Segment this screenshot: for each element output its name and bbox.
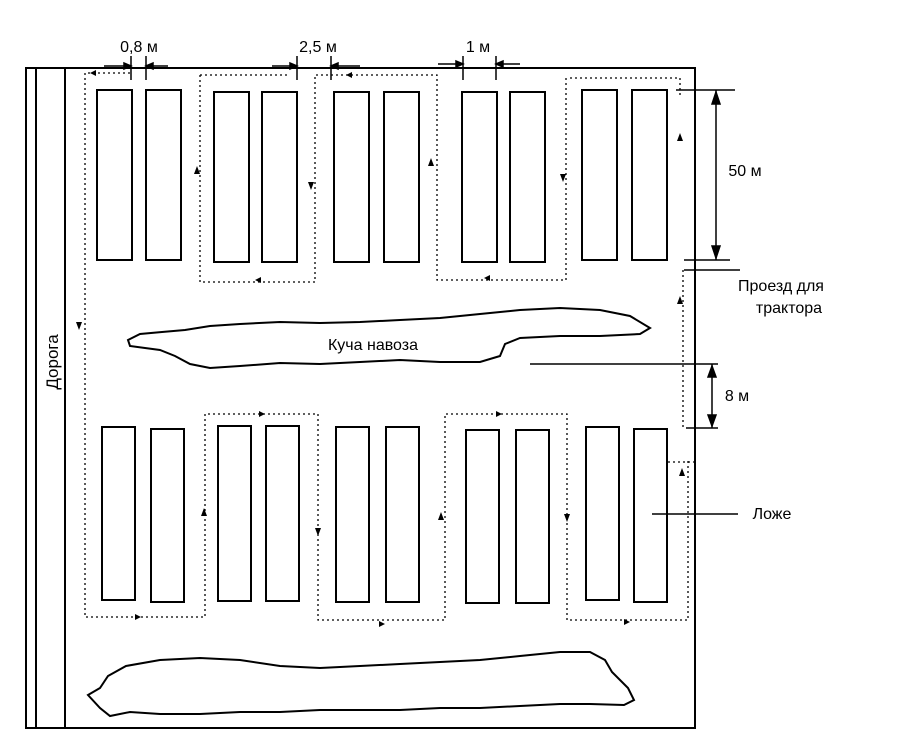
arrow-up [679,468,685,476]
manure-pile-bottom [86,651,636,718]
bed [213,91,250,263]
dimension-label-gap-between-beds: 0,8 м [120,39,158,56]
tractor-passage-label-line2: трактора [756,300,822,317]
arrow-down [560,174,566,182]
dotted-path-upper-1 [199,74,567,283]
direction-arrows [76,70,685,627]
bed [333,91,370,263]
bed [96,89,133,261]
arrow-up [438,512,444,520]
arrow-left [90,70,96,76]
road-label: Дорога [43,334,62,390]
dotted-path-outer [84,72,689,621]
dimension-arrow [494,59,504,69]
manure-pile-middle [126,306,652,370]
arrow-up [194,166,200,174]
dimension-label-gap-edge: 1 м [466,39,490,56]
field-boundary [25,67,696,729]
bed [101,426,136,601]
arrow-down [76,322,82,330]
arrow-left [484,275,490,281]
bed [217,425,252,602]
arrow-up [677,133,683,141]
dimension-label-passage-width: 8 м [725,388,749,405]
arrow-right [379,621,385,627]
arrow-left [346,72,352,78]
bed [631,89,668,261]
arrow-right [624,619,630,625]
arrow-up [428,158,434,166]
arrow-down [315,528,321,536]
dimension-arrow [710,245,722,261]
bed [385,426,420,603]
dimension-arrow [706,414,718,429]
arrow-down [308,182,314,190]
bed [509,91,546,263]
top-dimensions [104,56,520,80]
arrow-right [496,411,502,417]
dimension-arrow [144,61,154,71]
bed [145,89,182,261]
tractor-passage-label-line1: Проезд для [738,278,824,295]
manure-pile-label: Куча навоза [328,337,418,354]
bed-length-dimension [676,89,735,261]
dimension-label-bed-length: 50 м [728,163,761,180]
lower-beds [101,425,668,604]
dimension-arrow [706,363,718,378]
bed [581,89,618,261]
bed [465,429,500,604]
upper-beds [96,89,668,263]
bed [461,91,498,263]
passage-width-dimension [530,363,718,429]
arrow-right [135,614,141,620]
dimension-arrow [455,59,465,69]
dimension-arrow [710,89,722,105]
dimension-arrow [123,61,133,71]
arrow-up [201,508,207,516]
arrow-down [564,514,570,522]
arrow-up [677,296,683,304]
dimension-label-gap-between-pairs: 2,5 м [299,39,337,56]
bed [383,91,420,263]
bed [633,428,668,603]
dotted-path-right [570,77,681,95]
arrow-right [259,411,265,417]
arrow-left [255,277,261,283]
bed-callout-label: Ложе [753,506,792,523]
bed [515,429,550,604]
bed [335,426,370,603]
dimension-arrow [329,61,339,71]
bed [261,91,298,263]
bed [585,426,620,601]
bed [150,428,185,603]
bed [265,425,300,602]
dimension-arrow [289,61,299,71]
